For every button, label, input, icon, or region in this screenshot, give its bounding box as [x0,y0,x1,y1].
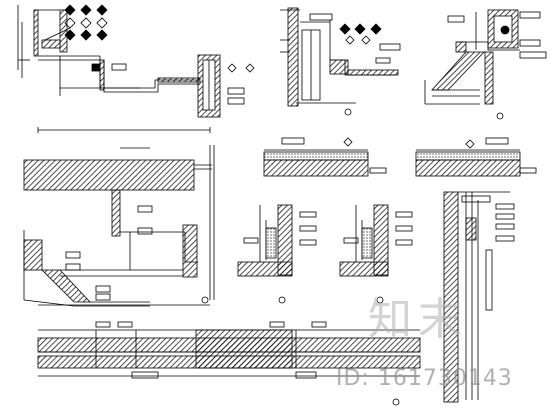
detail-right-column [443,191,515,403]
watermark-id: ID: 161730143 [336,366,513,391]
detail-main-plan [23,127,215,307]
detail-top-left [17,4,255,118]
watermark-logo-text: 知末 [368,294,468,345]
detail-wall-base [237,204,413,304]
detail-top-middle [280,7,401,116]
detail-top-right [424,9,547,120]
detail-bottom-elevation [37,321,421,406]
detail-floor-sections [263,137,537,177]
